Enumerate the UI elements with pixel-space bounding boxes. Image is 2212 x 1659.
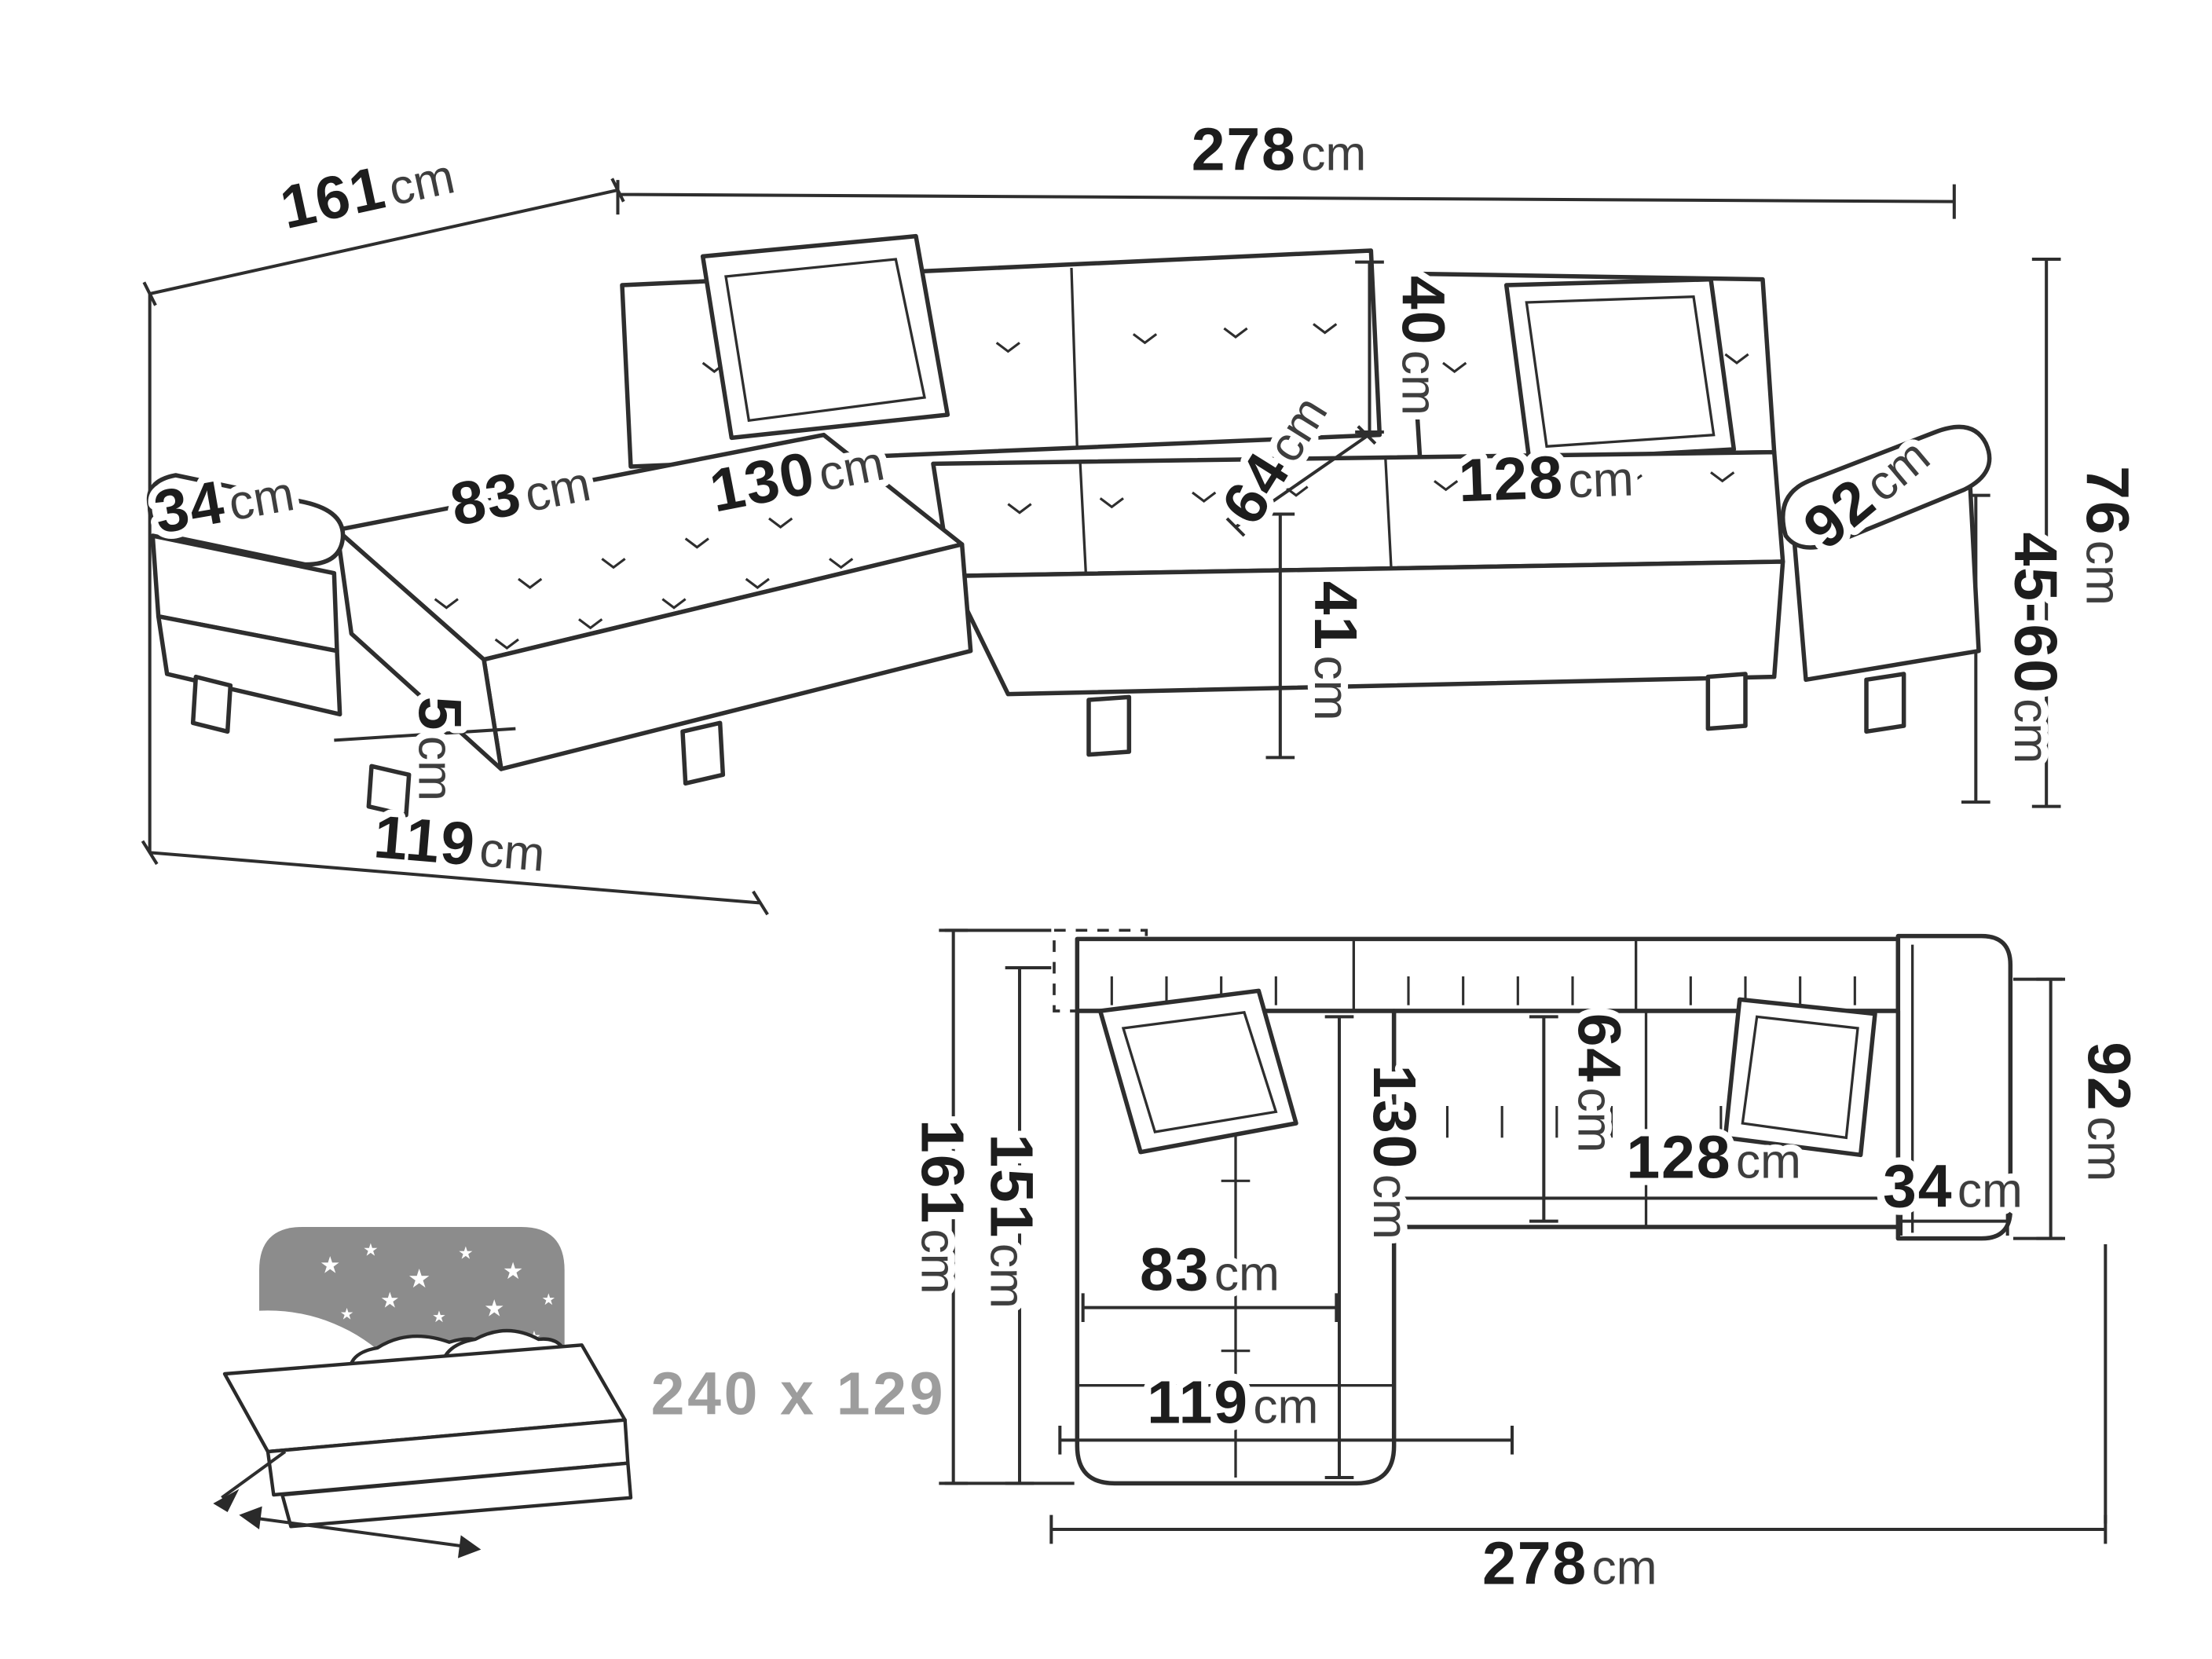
- seat-main-top: [931, 449, 1785, 579]
- seat-leg-right: [1705, 672, 1748, 731]
- chaise-leg-right: [680, 720, 726, 786]
- dim-backrest-thickness-label: 40cm: [1390, 276, 1457, 416]
- dim-depth-total-label: 161cm: [275, 139, 460, 242]
- unfold-arrow-horizontal: [239, 1506, 482, 1558]
- armrest-right-pad: [1781, 424, 1992, 550]
- plan-dim-armrest-right-length-label: 92cm: [2075, 1042, 2142, 1181]
- bed-base: [280, 1461, 633, 1529]
- svg-text:★: ★: [541, 1291, 555, 1309]
- dim-chaise-outer-label: 119cm: [372, 803, 548, 884]
- pillow-left: [700, 233, 950, 441]
- sofa-plan-drawing: [1053, 928, 2013, 1486]
- plan-armrest-right: [1895, 933, 2013, 1241]
- chaise-leg-left: [366, 764, 412, 818]
- armrest-left-front: [156, 613, 342, 717]
- plan-dimension-lines: [1058, 1015, 2009, 1480]
- svg-text:★: ★: [320, 1253, 340, 1279]
- svg-text:★: ★: [432, 1309, 446, 1326]
- plan-pillow-right: [1723, 997, 1877, 1158]
- sleep-function-icon: ★ ★ ★ ★ ★ ★ ★ ★ ★ ★ ★ ★ ★ ★ ★ ★ ★: [95, 1227, 947, 1657]
- svg-text:★: ★: [484, 1296, 504, 1322]
- plan-dimension-frame: [939, 928, 2108, 1544]
- seat-leg-left: [1086, 694, 1132, 757]
- seat-main-tuft-marks: [1007, 471, 1735, 515]
- pillow-right: [1503, 276, 1737, 463]
- chaise-left-face: [335, 527, 504, 771]
- dim-leg-height-label: 5cm: [405, 697, 473, 801]
- sofa-bed-drawing: [213, 1328, 633, 1558]
- dim-seat-height-range-label: 45-60cm: [2001, 533, 2069, 764]
- plan-dim-depth-inner-label: 151cm: [977, 1133, 1045, 1309]
- armrest-left-leg: [190, 674, 233, 734]
- plan-dim-chaise-length-label: 130cm: [1361, 1064, 1428, 1240]
- dim-seat-width-right-label: 128cm: [1457, 441, 1634, 515]
- sleep-size-label: 240 x 129: [651, 1360, 947, 1427]
- perspective-dimension-lines: [334, 260, 1384, 760]
- svg-text:★: ★: [363, 1240, 379, 1260]
- plan-dim-seat-depth-label: 64cm: [1565, 1013, 1632, 1153]
- armrest-left-pad: [146, 473, 346, 567]
- svg-text:★: ★: [380, 1288, 400, 1313]
- dim-height-total-label: 76cm: [2074, 466, 2141, 606]
- plan-dim-depth-total-label: 161cm: [908, 1119, 976, 1295]
- svg-text:★: ★: [408, 1264, 431, 1293]
- chaise-tuft-marks: [434, 517, 854, 650]
- seat-main-front: [948, 559, 1785, 697]
- unfold-arrow-diagonal: [213, 1450, 287, 1512]
- sofa-perspective-drawing: [146, 233, 1992, 818]
- dim-seat-height-label: 41cm: [1302, 581, 1369, 721]
- armrest-right-leg: [1864, 672, 1906, 734]
- plan-pillow-left: [1097, 988, 1298, 1155]
- svg-text:★: ★: [503, 1258, 523, 1284]
- svg-text:★: ★: [340, 1306, 354, 1323]
- svg-text:★: ★: [458, 1243, 474, 1262]
